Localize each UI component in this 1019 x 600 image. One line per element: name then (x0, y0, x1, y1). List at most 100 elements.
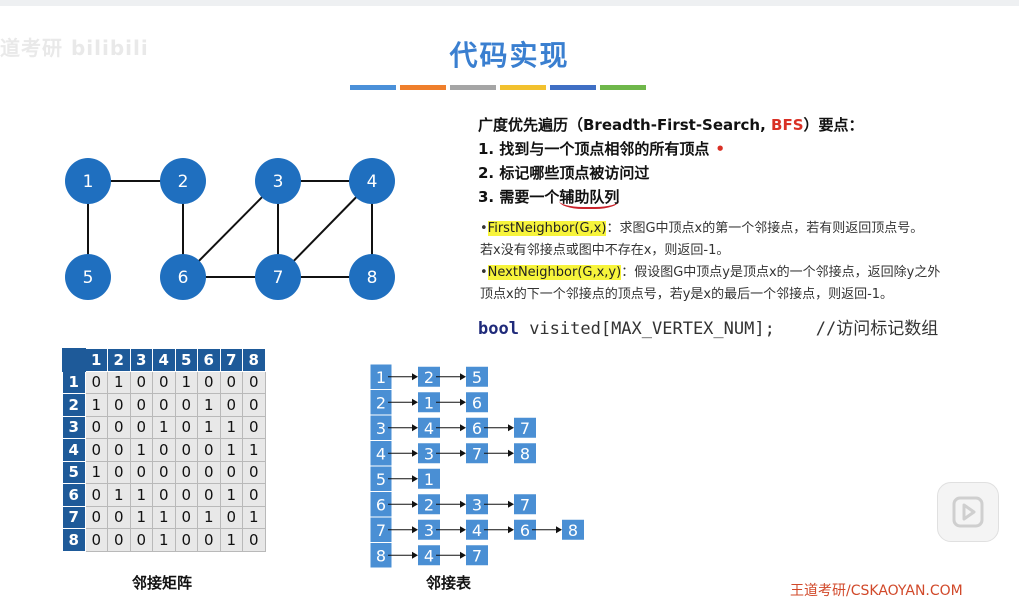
matrix-cell: 0 (197, 438, 221, 462)
adj-arrow-head (460, 449, 466, 457)
matrix-cell: 0 (174, 393, 198, 417)
adj-node-2-1 (418, 392, 440, 413)
matrix-cell: 1 (242, 505, 266, 529)
adj-node-label: 1 (424, 393, 434, 412)
matrix-cell: 0 (84, 415, 108, 439)
matrix-cell: 0 (242, 483, 266, 507)
matrix-cell: 1 (152, 528, 176, 552)
adj-head-label-5: 5 (376, 470, 386, 489)
play-icon (952, 496, 984, 528)
matrix-cell: 1 (107, 483, 131, 507)
matrix-cell: 0 (129, 370, 153, 394)
adj-head-label-6: 6 (376, 495, 386, 514)
stripe-6 (600, 85, 646, 90)
matrix-cell: 1 (174, 370, 198, 394)
matrix-cell: 1 (219, 415, 243, 439)
visited-array-code: bool visited[MAX_VERTEX_NUM]; //访问标记数组 (478, 314, 938, 339)
adj-head-label-8: 8 (376, 546, 386, 565)
matrix-cell: 0 (107, 438, 131, 462)
adj-node-label: 1 (424, 470, 434, 489)
footer-brand: 王道考研/CSKAOYAN.COM (790, 583, 963, 599)
adj-node-7-8 (562, 519, 584, 540)
matrix-cell: 0 (84, 505, 108, 529)
matrix-cell: 0 (197, 483, 221, 507)
graph-node-1 (65, 158, 111, 204)
adj-node-2-6 (466, 392, 488, 413)
adj-node-8-7 (466, 545, 488, 566)
matrix-cell: 0 (84, 370, 108, 394)
matrix-cell: 1 (219, 438, 243, 462)
adj-head-label-3: 3 (376, 419, 386, 438)
graph-node-6 (160, 254, 206, 300)
adj-node-label: 3 (424, 521, 434, 540)
bilibili-watermark: 道考研 bilibili (0, 36, 149, 60)
matrix-col-header: 5 (174, 348, 198, 372)
next-neighbor-line: •NextNeighbor(G,x,y)：假设图G中顶点y是顶点x的一个邻接点，… (480, 265, 941, 280)
matrix-cell: 0 (152, 370, 176, 394)
adj-node-3-7 (514, 417, 536, 438)
graph-node-3 (255, 158, 301, 204)
matrix-cell: 0 (197, 460, 221, 484)
graph-node-label-7: 7 (273, 268, 284, 288)
adj-arrow-head (412, 526, 418, 534)
matrix-cell: 0 (197, 370, 221, 394)
adj-node-1-5 (466, 366, 488, 387)
matrix-row-header: 2 (62, 393, 86, 417)
adj-arrow-head (460, 373, 466, 381)
adj-node-label: 5 (472, 368, 482, 387)
matrix-cell: 0 (107, 505, 131, 529)
matrix-col-header: 2 (107, 348, 131, 372)
adj-head-label-2: 2 (376, 393, 386, 412)
play-button[interactable] (937, 482, 999, 542)
matrix-cell: 0 (152, 393, 176, 417)
graph-node-label-4: 4 (367, 172, 378, 192)
matrix-cell: 0 (219, 393, 243, 417)
adjacency-list-caption: 邻接表 (426, 574, 472, 592)
matrix-cell: 1 (152, 505, 176, 529)
matrix-cell: 0 (242, 460, 266, 484)
matrix-cell: 0 (107, 415, 131, 439)
adj-node-label: 7 (520, 495, 530, 514)
graph-edges (87, 180, 373, 278)
adj-node-label: 4 (424, 546, 434, 565)
matrix-cell: 0 (129, 415, 153, 439)
adj-arrow-head (460, 526, 466, 534)
adj-node-label: 3 (472, 495, 482, 514)
matrix-cell: 0 (174, 460, 198, 484)
matrix-cell: 1 (219, 528, 243, 552)
graph-node-label-6: 6 (178, 268, 189, 288)
adj-head-label-7: 7 (376, 521, 386, 540)
point-1: 1. 找到与一个顶点相邻的所有顶点• (478, 137, 864, 161)
matrix-cell: 0 (84, 438, 108, 462)
matrix-cell: 1 (107, 370, 131, 394)
code-declaration: visited[MAX_VERTEX_NUM]; (518, 319, 775, 339)
slide-title: 代码实现 (449, 39, 570, 72)
graph-node-label-1: 1 (83, 172, 94, 192)
next-neighbor-name: NextNeighbor(G,x,y) (487, 265, 622, 280)
adj-node-1-2 (418, 366, 440, 387)
matrix-cell: 1 (197, 415, 221, 439)
adj-arrow-head (508, 449, 514, 457)
graph-node-7 (255, 254, 301, 300)
adjacency-matrix-caption: 邻接矩阵 (132, 574, 193, 592)
adj-node-3-6 (466, 417, 488, 438)
matrix-cell: 0 (84, 528, 108, 552)
adj-arrow-head (460, 500, 466, 508)
matrix-row-header: 3 (62, 415, 86, 439)
matrix-col-header: 1 (84, 348, 108, 372)
adj-arrow-head (412, 373, 418, 381)
first-neighbor-name: FirstNeighbor(G,x) (487, 221, 607, 236)
matrix-row-header: 7 (62, 505, 86, 529)
matrix-cell: 1 (197, 393, 221, 417)
graph-node-label-3: 3 (273, 172, 284, 192)
adj-node-label: 8 (568, 521, 578, 540)
